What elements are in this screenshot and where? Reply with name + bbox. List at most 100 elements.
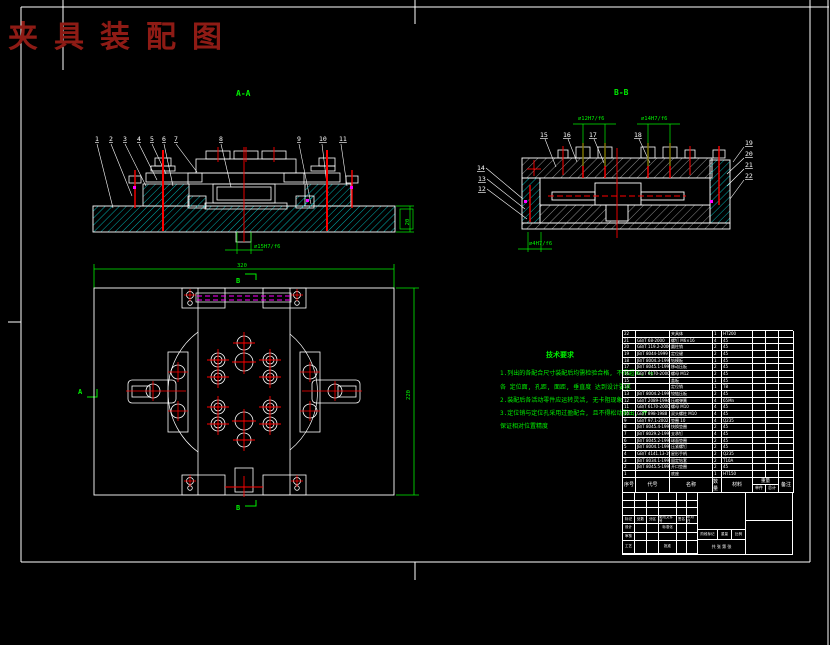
bom-cell: 17	[623, 364, 636, 372]
bom-cell: 1	[713, 471, 722, 478]
bom-cell: Q235	[722, 417, 753, 425]
dim-bb-bottom	[518, 232, 552, 252]
titleblock-cell: 更改文件号	[659, 516, 677, 524]
plan-right-clamp	[299, 351, 361, 433]
dim-text-bb-3: ∅4H7/f6	[529, 241, 552, 247]
title-block-sheet: 共 张 第 张	[698, 540, 746, 554]
titleblock-cell	[659, 493, 677, 501]
bom-cell: Q235	[722, 451, 753, 458]
bom-cell: 45	[722, 404, 753, 412]
dim-text-20: 20	[405, 219, 411, 226]
bom-header-unit: 单件	[753, 484, 766, 492]
bom-cell: JB/T 8004.2-1999	[636, 391, 670, 398]
bom-cell	[766, 384, 779, 392]
bom-cell	[779, 464, 794, 472]
bom-cell	[779, 471, 794, 478]
callout-17: 17	[589, 131, 597, 139]
view-title-bb: B-B	[614, 88, 629, 97]
bom-cell: 2	[713, 444, 722, 452]
bom-cell: 2	[713, 344, 722, 352]
bom-cell: 快换垫圈	[670, 424, 713, 432]
bom-cell	[779, 417, 794, 425]
titleblock-cell: 年月日	[687, 516, 698, 524]
sheet-frame	[8, 0, 829, 645]
workpiece-arc-left	[167, 331, 199, 453]
titleblock-cell	[687, 501, 698, 508]
bom-cell	[779, 391, 794, 398]
dim-text-320: 320	[237, 263, 247, 269]
bom-cell: 1	[713, 384, 722, 392]
bom-cell: 压紧螺钉	[670, 444, 713, 452]
bom-cell: 13	[623, 391, 636, 398]
bom-cell: JB/T 8045.1-1999	[636, 364, 670, 372]
bom-cell	[779, 451, 794, 458]
bom-cell	[779, 411, 794, 418]
bom-cell: JB/T 8045.2-1999	[636, 437, 670, 445]
center-lines-bb	[527, 148, 686, 238]
bom-cell	[753, 437, 766, 445]
bom-cell	[753, 397, 766, 405]
note-line: 1.列出的各配合尺寸装配后均需检验合格, 不得超差, 与	[500, 369, 654, 377]
titleblock-cell: 分区	[647, 516, 659, 524]
title-block-company-cell	[746, 493, 792, 521]
titleblock-cell	[687, 524, 698, 533]
bom-header-weight-label: 重量	[753, 478, 778, 485]
leader-lines-bb	[485, 138, 745, 220]
plan-plate	[93, 287, 395, 496]
bom-cell: 2	[713, 371, 722, 378]
bom-cell: 6	[623, 437, 636, 445]
callout-3: 3	[123, 135, 127, 143]
titleblock-cell	[677, 501, 687, 508]
callout-21: 21	[745, 161, 753, 169]
section-marker-a-left: A	[78, 388, 83, 396]
titleblock-cell: 标记	[623, 516, 635, 524]
callout-7: 7	[174, 135, 178, 143]
callout-11: 11	[339, 135, 347, 143]
bom-cell: 15	[623, 377, 636, 385]
callout-15: 15	[540, 131, 548, 139]
bom-cell	[766, 437, 779, 445]
bom-cell	[753, 424, 766, 432]
callout-19: 19	[745, 139, 753, 147]
bom-cell: 2	[713, 464, 722, 472]
callout-2: 2	[109, 135, 113, 143]
top-slot	[195, 292, 292, 303]
callout-5: 5	[150, 135, 154, 143]
bom-header: 序号 代号 名称 数量 材料 重量 单件 总计 备注	[622, 477, 794, 493]
bom-cell	[766, 404, 779, 412]
bom-cell: 20	[623, 344, 636, 352]
title-block-right	[746, 493, 792, 554]
bom-cell	[779, 437, 794, 445]
note-line: 各 定位面, 孔距, 面距, 垂直度 达到设计要求	[500, 383, 631, 391]
bom-cell	[753, 457, 766, 465]
dim-aa-height	[396, 205, 414, 233]
bom-cell: 螺母 M12	[670, 371, 713, 378]
bom-cell	[753, 331, 766, 338]
drawing-title: 夹具装配图	[8, 20, 238, 55]
bom-cell	[766, 424, 779, 432]
titleblock-cell	[677, 493, 687, 501]
titleblock-cell	[635, 493, 647, 501]
section-marker-b-top-bracket	[245, 273, 257, 280]
bom-cell: GB/T 4141.13-1998	[636, 451, 670, 458]
callout-12: 12	[478, 185, 486, 193]
bom-cell	[753, 411, 766, 418]
bom-cell	[766, 371, 779, 378]
bom-cell	[753, 371, 766, 378]
bom-cell: 45	[722, 357, 753, 365]
bom-cell: 2	[713, 437, 722, 445]
callout-8: 8	[219, 135, 223, 143]
titleblock-cell	[677, 508, 687, 516]
bottom-feature-centers	[225, 476, 263, 497]
section-marker-a-left-bracket	[87, 389, 98, 398]
bom-cell	[779, 337, 794, 345]
bom-cell	[753, 431, 766, 438]
titleblock-cell	[635, 508, 647, 516]
bom-cell: 45	[722, 371, 753, 378]
titleblock-cell	[687, 508, 698, 516]
bom-cell: 7	[623, 431, 636, 438]
callout-9: 9	[297, 135, 301, 143]
bom-cell: JB/T 8044-1999	[636, 351, 670, 358]
